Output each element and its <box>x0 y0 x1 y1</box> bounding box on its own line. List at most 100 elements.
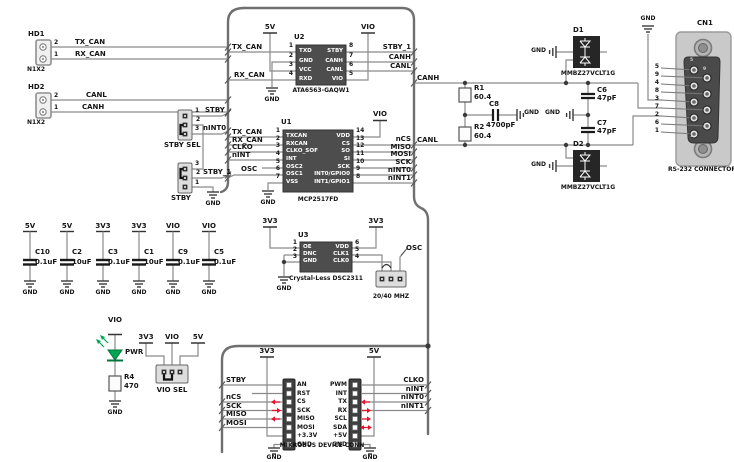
connector-pin-name: +3.3V <box>297 432 318 439</box>
gnd-label: GND <box>22 289 38 296</box>
component-value: 470 <box>124 382 139 390</box>
pin-number: 8 <box>349 42 354 49</box>
connector-label: RS-232 CONNECTOR <box>668 166 734 173</box>
net-label: MISO <box>226 410 247 418</box>
u1-chip-body <box>282 129 354 193</box>
pin-number: 6 <box>654 119 659 126</box>
connector-face-number: 6 <box>703 125 707 130</box>
hd2-header[interactable] <box>35 92 52 119</box>
pin-number: 2 <box>54 92 59 99</box>
net-label: SCK <box>226 401 242 410</box>
d1-tvs-diode <box>573 36 600 68</box>
led-label: PWR <box>125 348 144 356</box>
ref-designator: C9 <box>178 248 189 256</box>
rail-label: 5V <box>24 222 36 230</box>
net-label: nINT0 <box>400 393 424 401</box>
ref-designator: C3 <box>108 248 119 256</box>
pin-number: 2 <box>654 111 659 118</box>
component-value: 10uF <box>72 258 92 266</box>
gnd-label: GND <box>524 109 539 116</box>
ref-designator: U3 <box>298 231 309 239</box>
cap-plates <box>491 92 595 134</box>
component-value: 0.1uF <box>35 258 58 266</box>
pin-number: 8 <box>356 173 361 180</box>
rail-label: 3V3 <box>138 333 154 341</box>
chip-pin-name: INT1/GPIO1 <box>314 179 350 185</box>
mikrobus-header-right[interactable] <box>348 378 362 451</box>
connector-face-number: 1 <box>690 134 694 139</box>
net-label: nCS <box>226 393 242 401</box>
part-name: MCP2517FD <box>297 196 339 203</box>
connector-pin-name: MISO <box>297 415 315 422</box>
chip-pin-name: VIO <box>331 76 343 82</box>
pin-number: 5 <box>349 70 354 77</box>
pin-number: 5 <box>355 246 360 253</box>
pin-number: 5 <box>275 158 280 165</box>
pin-number: 9 <box>654 71 659 78</box>
chip-pin-name: RXD <box>299 76 313 82</box>
rs232-connector <box>675 31 732 167</box>
hd1-header[interactable] <box>35 39 52 66</box>
chip-pin-name: CLK1 <box>333 251 349 257</box>
net-label: RX_CAN <box>75 50 106 58</box>
ref-designator: C5 <box>214 248 225 256</box>
net-label: nCS <box>395 135 411 143</box>
part-name: N1X2 <box>27 119 45 126</box>
net-label: OSC <box>406 244 423 252</box>
net-label: CLKO <box>232 143 253 151</box>
u3-chip-body <box>299 241 353 273</box>
pin-number: 2 <box>196 169 201 176</box>
ref-designator: D1 <box>573 26 584 34</box>
gnd-label: GND <box>205 200 221 207</box>
ref-designator: D2 <box>573 140 584 148</box>
ref-designator: C10 <box>35 248 50 256</box>
pin-number: 2 <box>275 135 280 142</box>
pin-number: 12 <box>356 142 365 149</box>
chip-pin-name: RXCAN <box>286 141 308 147</box>
connector-face-number: 5 <box>690 58 694 63</box>
pin-number: 1 <box>54 104 59 111</box>
chip-pin-name: VCC <box>299 67 312 73</box>
ref-designator: C7 <box>597 119 608 127</box>
rail-label: VIO <box>165 333 179 341</box>
chip-pin-name: SI <box>343 156 350 162</box>
pin-number: 1 <box>292 239 297 246</box>
connector-pin-name: INT <box>335 389 347 397</box>
net-label: nINT <box>405 384 424 393</box>
gnd-label: GND <box>59 289 75 296</box>
osc-freq-jumper[interactable] <box>375 263 407 288</box>
pin-number: 6 <box>275 165 280 172</box>
chip-pin-name: CANL <box>326 67 343 73</box>
part-name: N1X2 <box>27 66 45 73</box>
wires <box>51 33 662 448</box>
rail-label: VIO <box>202 222 216 230</box>
pin-number: 1 <box>195 179 200 186</box>
chip-pin-name: SO <box>341 148 350 154</box>
connector-pin-name: +5V <box>333 432 347 439</box>
gnd-label: GND <box>531 161 546 168</box>
gnd-label: GND <box>531 47 546 54</box>
rail-label: 3V3 <box>95 222 111 230</box>
net-label: MOSI <box>390 150 411 158</box>
connector-pin-name: SCK <box>297 406 311 414</box>
gnd-label: GND <box>276 285 292 292</box>
pin-number: 9 <box>356 165 361 172</box>
chip-pin-name: TXCAN <box>286 133 308 139</box>
chip-pin-name: TXD <box>299 48 312 54</box>
jumper-label: STBY <box>171 194 191 202</box>
pin-number: 2 <box>196 116 201 123</box>
chip-pin-name: STBY <box>327 48 343 54</box>
pin-number: 8 <box>654 87 659 94</box>
ref-designator: R2 <box>474 123 485 131</box>
chip-pin-name: GND <box>299 58 313 64</box>
mikrobus-header-left[interactable] <box>282 378 296 451</box>
jumper-label: VIO SEL <box>156 386 188 394</box>
rail-label: 5V <box>264 23 276 31</box>
gnd-label: GND <box>264 96 280 103</box>
connector-pin-name: MOSI <box>297 423 315 431</box>
net-label: nINT <box>232 151 251 159</box>
chip-pin-name: VSS <box>286 179 299 185</box>
net-label: MISO <box>390 143 411 151</box>
component-value: 47pF <box>597 94 617 102</box>
pin-number: 4 <box>275 150 280 157</box>
